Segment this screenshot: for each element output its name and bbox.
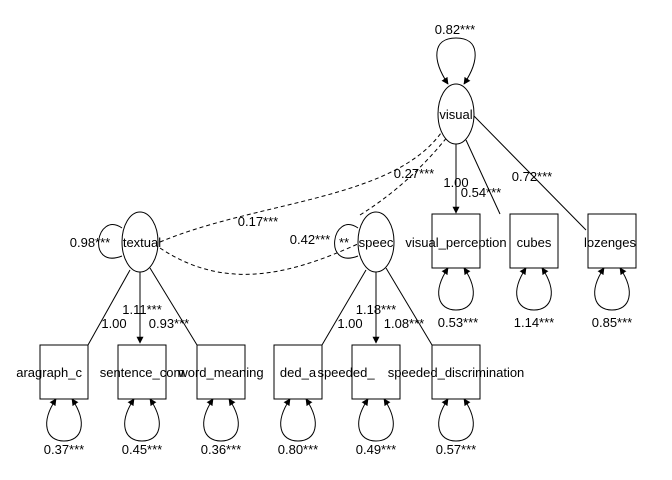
residual-loop-paragraph: [46, 398, 82, 442]
residual-loop-discrimination: [438, 398, 474, 442]
residual-vp: 0.53***: [438, 315, 478, 330]
loading-textual-para: 1.00: [101, 316, 126, 331]
loading-textual-word: 0.93***: [149, 316, 189, 331]
observed-speeded-counting-label: speeded_: [317, 365, 375, 380]
observed-visual-perception[interactable]: [431, 213, 481, 269]
latent-speed-label: speec: [359, 235, 394, 250]
loading-visual-cubes: 0.54***: [461, 185, 501, 200]
variance-speed: **: [339, 235, 349, 250]
residual-loop-word: [203, 398, 239, 442]
observed-visual-perception-label: visual_perception: [405, 235, 506, 250]
residual-lozenges: 0.85***: [592, 315, 632, 330]
cov-textual-speed-label: 0.42***: [290, 232, 330, 247]
residual-sentence: 0.45***: [122, 442, 162, 457]
observed-lozenges-label: lozenges: [584, 235, 637, 250]
observed-cubes[interactable]: [509, 213, 559, 269]
loading-visual-vp: 1.00: [443, 175, 468, 190]
observed-speeded-addition[interactable]: [273, 344, 323, 400]
load-visual-lozenges: [473, 115, 587, 231]
latent-textual-label: textual: [123, 235, 161, 250]
latent-textual[interactable]: [121, 211, 159, 273]
variance-loop-speed: [334, 224, 359, 259]
loading-speed-disc: 1.08***: [384, 316, 424, 331]
observed-speeded-addition-label: ded_a: [280, 365, 317, 380]
cov-textual-visual-label: 0.17***: [238, 214, 278, 229]
residual-loop-addition: [280, 398, 316, 442]
variance-loop-visual: [436, 37, 476, 85]
cov-textual-visual: [159, 126, 446, 243]
loading-speed-add: 1.00: [337, 316, 362, 331]
residual-cubes: 1.14***: [514, 315, 554, 330]
residual-counting: 0.49***: [356, 442, 396, 457]
loading-speed-count: 1.18***: [356, 302, 396, 317]
load-textual-para: [87, 269, 131, 346]
load-speed-add: [321, 269, 367, 346]
residual-loop-lozenges: [594, 267, 630, 311]
load-visual-cubes: [465, 139, 501, 215]
residual-loop-cubes: [516, 267, 552, 311]
latent-speed[interactable]: [357, 211, 395, 273]
observed-speeded-discrimination-label: speeded_discrimination: [388, 365, 525, 380]
observed-lozenges[interactable]: [587, 213, 637, 269]
loading-visual-lozenges: 0.72***: [512, 169, 552, 184]
load-textual-word: [149, 267, 198, 346]
residual-loop-counting: [358, 398, 394, 442]
residual-addition: 0.80***: [278, 442, 318, 457]
cov-textual-speed: [159, 242, 361, 275]
variance-visual: 0.82***: [435, 22, 475, 37]
observed-paragraph-label: aragraph_c: [16, 365, 82, 380]
residual-loop-vp: [438, 267, 474, 311]
observed-speeded-counting[interactable]: [351, 344, 401, 400]
observed-cubes-label: cubes: [517, 235, 552, 250]
residual-discrimination: 0.57***: [436, 442, 476, 457]
latent-visual-label: visual: [439, 107, 472, 122]
variance-loop-textual: [98, 224, 123, 259]
load-speed-disc: [385, 267, 433, 346]
observed-sentence-label: sentence_com: [100, 365, 185, 380]
loading-textual-sent: 1.11***: [122, 302, 162, 317]
residual-paragraph: 0.37***: [44, 442, 84, 457]
residual-word: 0.36***: [201, 442, 241, 457]
cov-speed-visual-label: 0.27***: [394, 166, 434, 181]
observed-word-meaning-label: word_meaning: [177, 365, 263, 380]
observed-speeded-discrimination[interactable]: [431, 344, 481, 400]
residual-loop-sentence: [124, 398, 160, 442]
cov-speed-visual: [359, 126, 456, 216]
variance-textual: 0.98***: [70, 235, 110, 250]
